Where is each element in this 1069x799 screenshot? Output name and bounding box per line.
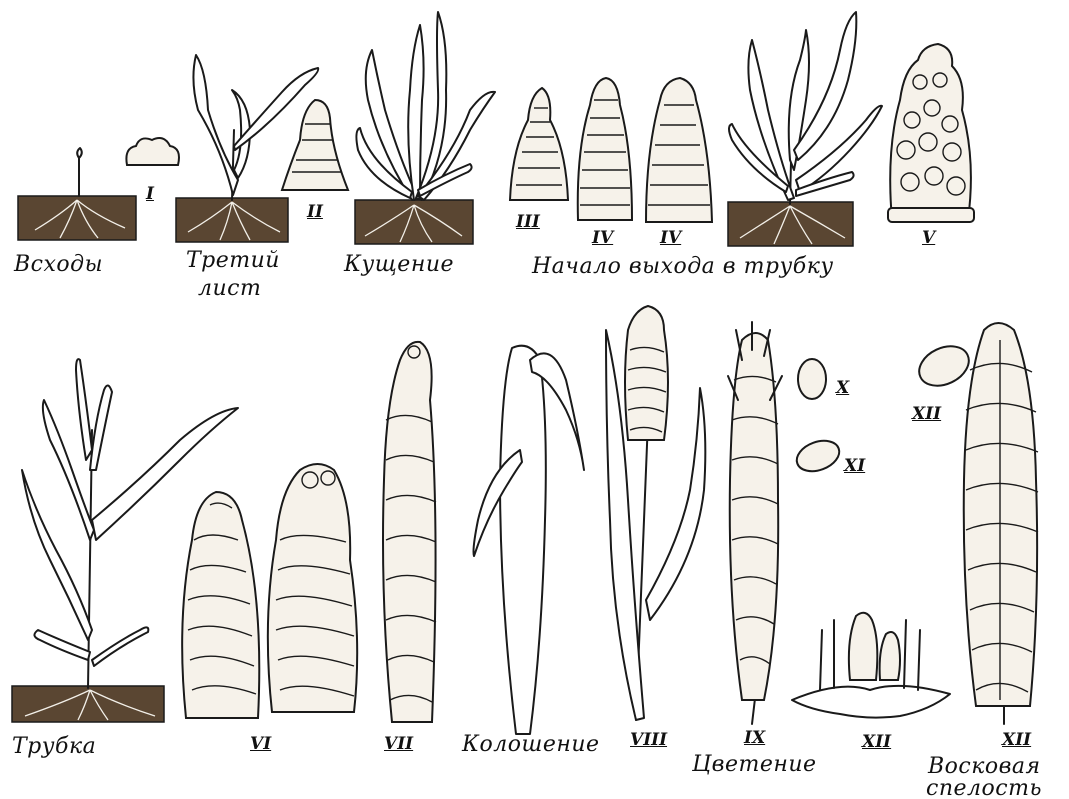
numeral-stage-10: X bbox=[836, 380, 849, 397]
numeral-stage-5: V bbox=[922, 230, 935, 247]
apex-stage-4b bbox=[646, 78, 712, 222]
apex-stage-4a bbox=[578, 78, 632, 220]
booting-start-plant bbox=[728, 12, 882, 246]
seedling-plant bbox=[18, 148, 136, 240]
numeral-stage-4a: IV bbox=[592, 230, 613, 247]
caption-third-leaf-line1: Третий bbox=[186, 250, 280, 272]
tillering-plant bbox=[355, 12, 495, 244]
numeral-stage-4b: IV bbox=[660, 230, 681, 247]
grain-stage-10 bbox=[798, 359, 826, 399]
caption-flowering: Цветение bbox=[692, 754, 817, 776]
grain-stage-12 bbox=[913, 339, 975, 394]
apex-stage-2 bbox=[282, 100, 348, 190]
apex-stage-1 bbox=[126, 138, 179, 165]
caption-heading: Колошение bbox=[462, 734, 600, 756]
apex-stage-6b bbox=[268, 464, 357, 712]
flowering-ear bbox=[728, 322, 782, 724]
numeral-stage-6: VI bbox=[250, 736, 271, 753]
open-floret bbox=[792, 613, 950, 718]
numeral-stage-12a: XII bbox=[912, 406, 941, 423]
numeral-stage-8: VIII bbox=[630, 732, 667, 749]
apex-stage-7 bbox=[383, 342, 436, 722]
numeral-stage-9: IX bbox=[744, 730, 765, 747]
caption-third-leaf-line2: лист bbox=[198, 278, 261, 300]
caption-wax-ripeness-line2: спелость bbox=[926, 778, 1042, 799]
caption-emergence: Всходы bbox=[14, 254, 103, 276]
caption-booting-start: Начало выхода в трубку bbox=[532, 256, 834, 278]
numeral-stage-3: III bbox=[516, 214, 540, 231]
heading-plant-sheath bbox=[474, 346, 585, 734]
numeral-stage-7: VII bbox=[384, 736, 413, 753]
caption-wax-ripeness-line1: Восковая bbox=[928, 756, 1041, 778]
numeral-stage-12b: XII bbox=[862, 734, 891, 751]
numeral-stage-2: II bbox=[307, 204, 323, 221]
numeral-stage-12c: XII bbox=[1002, 732, 1031, 749]
ripe-ear bbox=[964, 323, 1038, 724]
apex-stage-5 bbox=[888, 44, 974, 222]
caption-booting: Трубка bbox=[12, 736, 96, 758]
numeral-stage-11: XI bbox=[844, 458, 865, 475]
caption-tillering: Кущение bbox=[344, 254, 454, 276]
numeral-stage-1: I bbox=[146, 186, 154, 203]
apex-stage-3 bbox=[510, 88, 568, 200]
grain-stage-11 bbox=[793, 435, 844, 476]
heading-plant-ear bbox=[606, 306, 705, 720]
apex-stage-6a bbox=[182, 492, 259, 718]
